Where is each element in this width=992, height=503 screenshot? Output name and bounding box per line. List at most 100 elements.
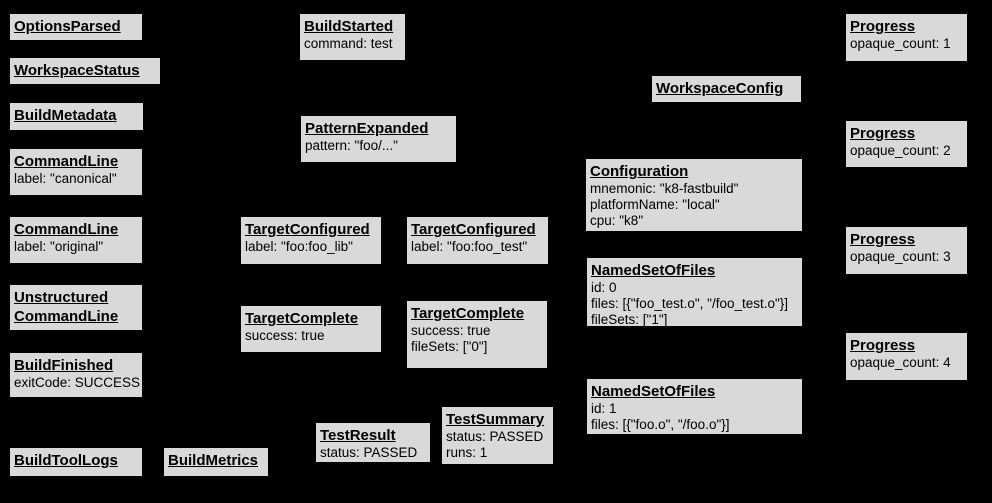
node-details: status: PASSED <box>320 445 426 461</box>
node-details: pattern: "foo/..." <box>305 138 452 154</box>
node-title-line: BuildMetrics <box>168 452 259 469</box>
node-details: opaque_count: 4 <box>850 355 963 371</box>
node-title-line: NamedSetOfFiles <box>591 383 716 400</box>
node-target-configured-foo-test: TargetConfigured label: "foo:foo_test" <box>406 216 549 265</box>
node-target-configured-foo-lib: TargetConfigured label: "foo:foo_lib" <box>240 216 382 265</box>
node-detail-line: id: 1 <box>591 401 617 416</box>
node-progress-1: Progress opaque_count: 1 <box>845 13 968 62</box>
node-title-line: CommandLine <box>14 153 119 170</box>
node-detail-line: files: [{"foo.o", "/foo.o"}] <box>591 417 730 432</box>
node-detail-line: fileSets: ["1"] <box>591 312 668 327</box>
node-detail-line: opaque_count: 4 <box>850 355 951 370</box>
node-title-line: BuildStarted <box>304 18 394 35</box>
node-detail-line: fileSets: ["0"] <box>411 339 488 354</box>
node-title-line: OptionsParsed <box>14 18 121 35</box>
node-progress-3: Progress opaque_count: 3 <box>845 226 968 275</box>
node-build-tool-logs: BuildToolLogs <box>9 447 143 477</box>
node-build-finished: BuildFinished exitCode: SUCCESS <box>9 352 143 398</box>
node-command-line-original: CommandLine label: "original" <box>9 216 143 264</box>
node-details: success: true <box>245 328 377 344</box>
node-detail-line: label: "foo:foo_test" <box>411 239 528 254</box>
node-title: Progress <box>850 230 963 249</box>
node-title-line: Configuration <box>590 163 689 180</box>
node-title-line: TargetComplete <box>411 305 525 322</box>
node-title-line: TargetComplete <box>245 310 359 327</box>
node-title-line: PatternExpanded <box>305 120 429 137</box>
node-detail-line: label: "foo:foo_lib" <box>245 239 353 254</box>
node-target-complete-foo-lib: TargetComplete success: true <box>240 305 382 353</box>
node-title-line: Unstructured <box>14 289 109 306</box>
node-detail-line: pattern: "foo/..." <box>305 138 398 153</box>
node-title-line: BuildMetadata <box>14 107 117 124</box>
node-detail-line: label: "canonical" <box>14 171 117 186</box>
node-detail-line: files: [{"foo_test.o", "/foo_test.o"}] <box>591 296 789 311</box>
node-title: TestSummary <box>446 410 549 429</box>
node-title-line: NamedSetOfFiles <box>591 262 716 279</box>
node-details: label: "foo:foo_test" <box>411 239 544 255</box>
node-detail-line: exitCode: SUCCESS <box>14 375 141 390</box>
node-title-line: Progress <box>850 18 916 35</box>
node-title-line: WorkspaceConfig <box>656 80 784 97</box>
node-options-parsed: OptionsParsed <box>9 13 143 41</box>
node-title: Configuration <box>590 162 798 181</box>
node-detail-line: cpu: "k8" <box>590 213 644 228</box>
node-detail-line: opaque_count: 1 <box>850 36 951 51</box>
node-title: TargetConfigured <box>411 220 544 239</box>
node-detail-line: platformName: "local" <box>590 197 720 212</box>
node-build-metadata: BuildMetadata <box>9 102 144 131</box>
node-workspace-status: WorkspaceStatus <box>9 57 161 85</box>
node-detail-line: id: 0 <box>591 280 617 295</box>
node-details: label: "foo:foo_lib" <box>245 239 377 255</box>
node-title: TargetComplete <box>411 304 543 323</box>
node-detail-line: success: true <box>245 328 325 343</box>
node-details: mnemonic: "k8-fastbuild"platformName: "l… <box>590 181 798 229</box>
node-title-line: BuildToolLogs <box>14 452 118 469</box>
node-title-line: TestSummary <box>446 411 545 428</box>
node-details: opaque_count: 3 <box>850 249 963 265</box>
node-detail-line: opaque_count: 2 <box>850 143 951 158</box>
node-title: BuildStarted <box>304 17 401 36</box>
node-title-line: BuildFinished <box>14 357 114 374</box>
node-title: WorkspaceConfig <box>656 79 797 98</box>
node-detail-line: label: "original" <box>14 239 104 254</box>
node-details: opaque_count: 2 <box>850 143 963 159</box>
node-details: command: test <box>304 36 401 52</box>
node-title-line: CommandLine <box>14 221 119 238</box>
node-build-metrics: BuildMetrics <box>163 447 269 477</box>
node-title: Progress <box>850 17 963 36</box>
node-title: BuildFinished <box>14 356 138 375</box>
node-title: BuildMetrics <box>168 451 264 470</box>
node-title: BuildMetadata <box>14 106 139 125</box>
node-title: TargetComplete <box>245 309 377 328</box>
node-workspace-config: WorkspaceConfig <box>651 75 802 103</box>
node-title: CommandLine <box>14 220 138 239</box>
node-title: PatternExpanded <box>305 119 452 138</box>
node-title: CommandLine <box>14 152 138 171</box>
node-title-line: TestResult <box>320 427 396 444</box>
node-configuration: Configuration mnemonic: "k8-fastbuild"pl… <box>585 158 803 232</box>
node-title-line: TargetConfigured <box>245 221 370 238</box>
node-title-line: WorkspaceStatus <box>14 62 140 79</box>
node-title: OptionsParsed <box>14 17 138 36</box>
node-pattern-expanded: PatternExpanded pattern: "foo/..." <box>300 115 457 163</box>
node-test-result: TestResult status: PASSED <box>315 422 431 463</box>
node-progress-4: Progress opaque_count: 4 <box>845 332 968 381</box>
node-title: NamedSetOfFiles <box>591 261 798 280</box>
node-title: TestResult <box>320 426 426 445</box>
node-detail-line: success: true <box>411 323 491 338</box>
node-title-line: CommandLine <box>14 308 119 325</box>
node-title: NamedSetOfFiles <box>591 382 798 401</box>
node-title: TargetConfigured <box>245 220 377 239</box>
node-details: exitCode: SUCCESS <box>14 375 141 391</box>
node-title: BuildToolLogs <box>14 451 138 470</box>
node-title: Progress <box>850 336 963 355</box>
